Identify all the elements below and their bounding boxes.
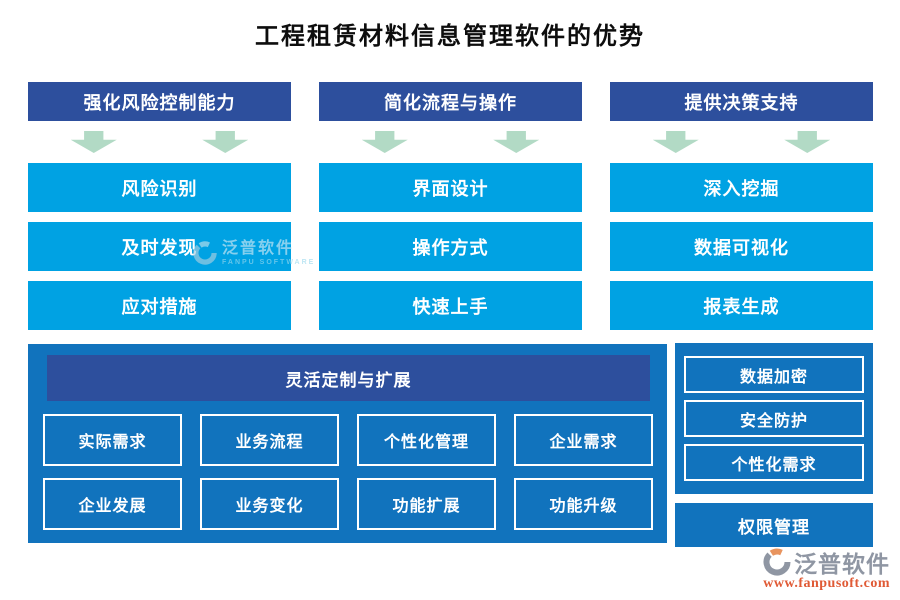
column-risk-control: 强化风险控制能力 风险识别 及时发现 应对措施 — [28, 82, 291, 340]
security-box: 数据加密 — [684, 356, 864, 393]
panel-box: 功能扩展 — [357, 478, 496, 530]
down-arrow-icon — [784, 131, 831, 153]
down-arrow-icon — [361, 131, 408, 153]
advantage-columns: 强化风险控制能力 风险识别 及时发现 应对措施 简化流程与操作 界面设计 操作方… — [28, 82, 873, 340]
permission-box: 权限管理 — [675, 503, 873, 547]
security-panel: 数据加密 安全防护 个性化需求 — [675, 343, 873, 494]
panel-box: 业务变化 — [200, 478, 339, 530]
brand-name: 泛普软件 — [794, 551, 890, 577]
panel-box: 业务流程 — [200, 414, 339, 466]
column-header: 强化风险控制能力 — [28, 82, 291, 121]
item-box: 操作方式 — [319, 222, 582, 271]
panel-box: 功能升级 — [514, 478, 653, 530]
column-header: 提供决策支持 — [610, 82, 873, 121]
security-box: 安全防护 — [684, 400, 864, 437]
item-box: 应对措施 — [28, 281, 291, 330]
item-box: 快速上手 — [319, 281, 582, 330]
item-box: 界面设计 — [319, 163, 582, 212]
down-arrow-icon — [493, 131, 540, 153]
item-box: 深入挖掘 — [610, 163, 873, 212]
panel-header: 灵活定制与扩展 — [47, 355, 650, 401]
panel-grid: 实际需求 业务流程 个性化管理 企业需求 企业发展 业务变化 功能扩展 功能升级 — [43, 414, 653, 530]
down-arrow-icon — [70, 131, 117, 153]
column-simplify-process: 简化流程与操作 界面设计 操作方式 快速上手 — [319, 82, 582, 340]
panel-box: 个性化管理 — [357, 414, 496, 466]
arrow-row — [610, 121, 873, 163]
arrow-row — [28, 121, 291, 163]
column-decision-support: 提供决策支持 深入挖掘 数据可视化 报表生成 — [610, 82, 873, 340]
column-header: 简化流程与操作 — [319, 82, 582, 121]
flexible-customization-panel: 灵活定制与扩展 实际需求 业务流程 个性化管理 企业需求 企业发展 业务变化 功… — [28, 344, 667, 543]
arrow-row — [319, 121, 582, 163]
item-box: 及时发现 — [28, 222, 291, 271]
panel-box: 企业需求 — [514, 414, 653, 466]
security-box: 个性化需求 — [684, 444, 864, 481]
item-box: 风险识别 — [28, 163, 291, 212]
item-box: 数据可视化 — [610, 222, 873, 271]
down-arrow-icon — [202, 131, 249, 153]
item-box: 报表生成 — [610, 281, 873, 330]
fanpu-logo-icon — [763, 548, 791, 576]
brand-url: www.fanpusoft.com — [763, 576, 890, 591]
fanpu-brand: 泛普软件 www.fanpusoft.com — [762, 545, 890, 592]
panel-box: 实际需求 — [43, 414, 182, 466]
page-title: 工程租赁材料信息管理软件的优势 — [255, 24, 645, 50]
panel-box: 企业发展 — [43, 478, 182, 530]
down-arrow-icon — [652, 131, 699, 153]
security-stack: 数据加密 安全防护 个性化需求 权限管理 — [675, 343, 873, 547]
